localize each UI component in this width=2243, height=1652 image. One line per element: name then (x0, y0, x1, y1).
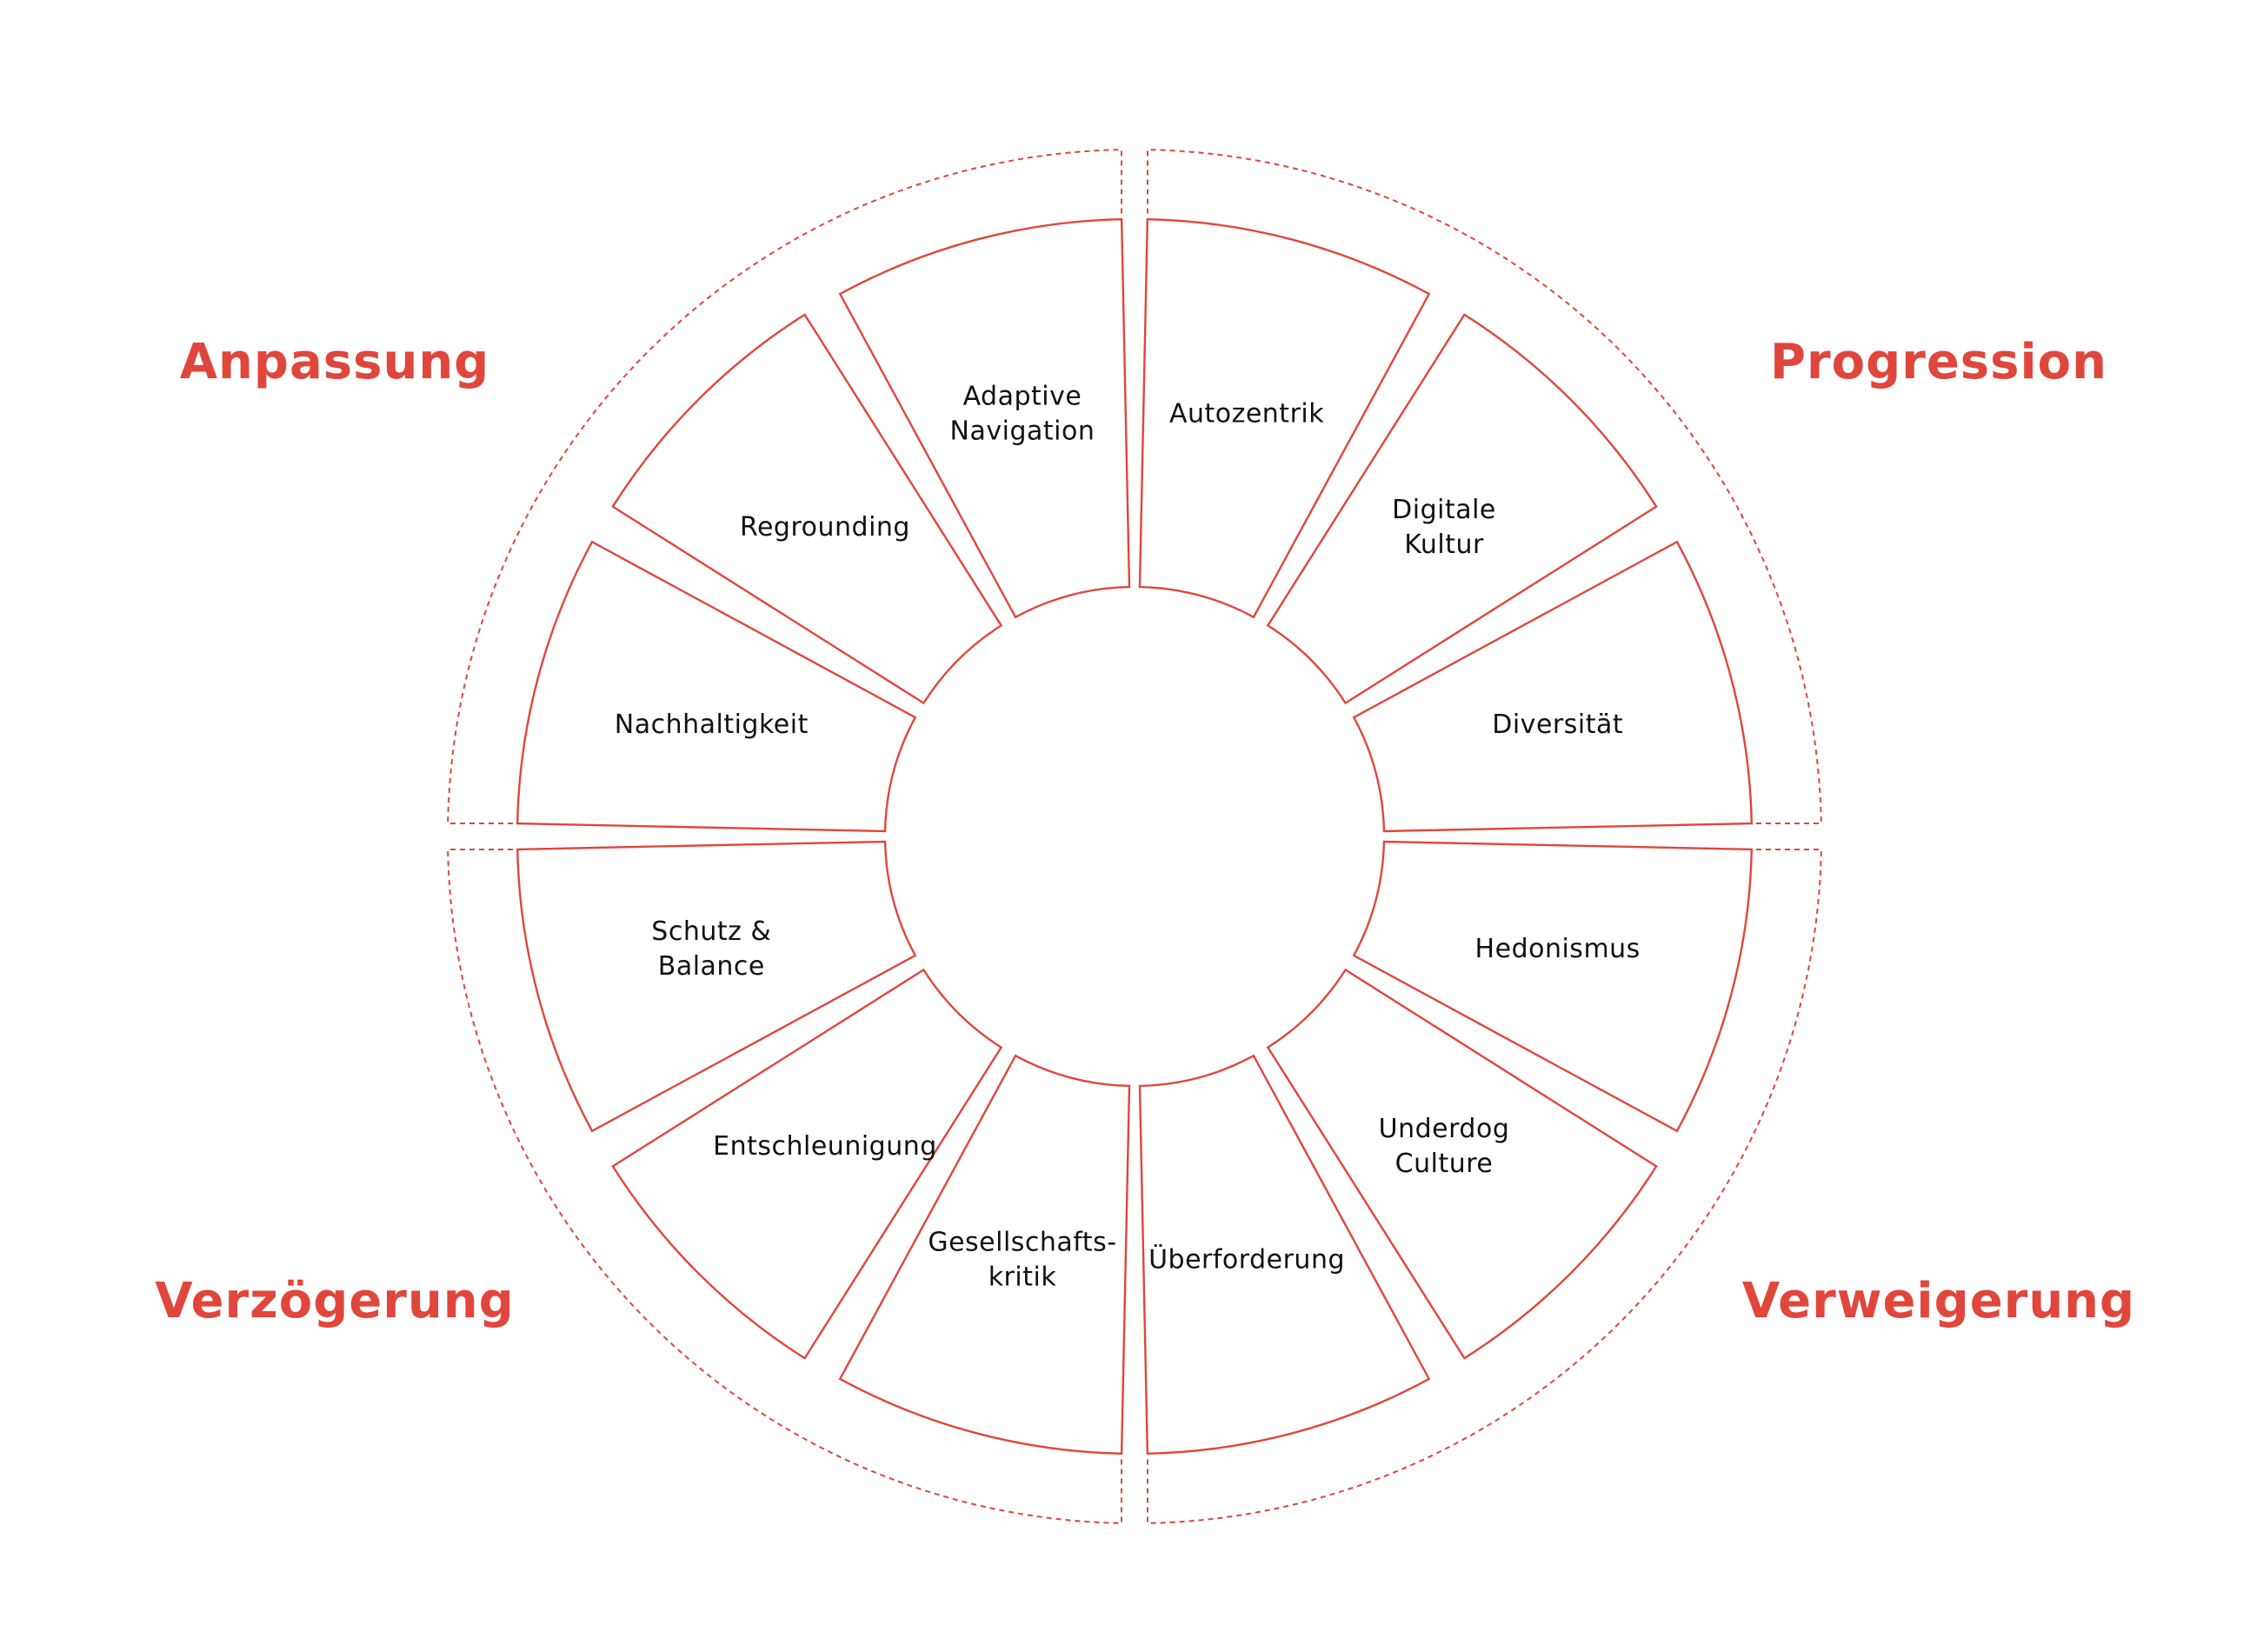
segment-label-schutz-balance-line-1: Schutz & (651, 916, 771, 947)
segment-nachhaltigkeit: Nachhaltigkeit (516, 540, 917, 833)
segment-diversitaet: Diversität (1352, 540, 1754, 833)
segment-shape-hedonismus (1352, 840, 1754, 1133)
segment-shape-underdog-culture (1266, 968, 1658, 1360)
quadrant-title-anpassung: Anpassung (180, 334, 490, 390)
quadrant-ring-progression (1147, 149, 1822, 824)
segment-shape-schutz-balance (516, 840, 917, 1133)
segment-label-gesellschaftskritik-line-1: Gesellschafts- (928, 1228, 1116, 1258)
segment-label-autozentrik-line-1: Autozentrik (1169, 398, 1324, 429)
quadrant-ring-anpassung (447, 149, 1122, 824)
segment-gesellschaftskritik: Gesellschafts-kritik (838, 1054, 1131, 1455)
segment-regrounding: Regrounding (611, 313, 1003, 705)
segment-shape-regrounding (611, 313, 1003, 705)
quadrant-ring-verweigerung (1147, 849, 1822, 1524)
segment-label-adaptive-navigation-line-2: Navigation (950, 416, 1095, 446)
segment-shape-entschleunigung (611, 968, 1003, 1360)
segment-label-underdog-culture-line-1: Underdog (1379, 1114, 1510, 1144)
quadrant-title-progression: Progression (1770, 334, 2107, 390)
segment-shape-nachhaltigkeit (516, 540, 917, 833)
segment-shape-ueberforderung (1138, 1054, 1431, 1455)
segment-label-underdog-culture-line-2: Culture (1395, 1149, 1494, 1179)
segment-entschleunigung: Entschleunigung (611, 968, 1003, 1360)
segment-label-hedonismus-line-1: Hedonismus (1475, 934, 1641, 964)
segment-label-entschleunigung-line-1: Entschleunigung (713, 1131, 937, 1162)
quadrant-rings (447, 149, 1822, 1524)
segment-hedonismus: Hedonismus (1352, 840, 1754, 1133)
segment-shape-diversitaet (1352, 540, 1754, 833)
segment-label-nachhaltigkeit-line-1: Nachhaltigkeit (615, 709, 809, 740)
segment-wheel: DiversitätDigitaleKulturAutozentrikAdapt… (516, 217, 1754, 1455)
segment-shape-autozentrik (1138, 217, 1431, 619)
segment-label-regrounding-line-1: Regrounding (740, 512, 910, 543)
quadrant-title-verzoegerung: Verzögerung (155, 1273, 514, 1329)
segment-label-diversitaet-line-1: Diversität (1492, 709, 1623, 740)
segment-shape-adaptive-navigation (838, 217, 1131, 619)
segment-shape-gesellschaftskritik (838, 1054, 1131, 1455)
segment-label-schutz-balance-line-2: Balance (658, 951, 765, 982)
segment-ueberforderung: Überforderung (1138, 1054, 1431, 1455)
segment-label-digitale-kultur-line-1: Digitale (1392, 495, 1496, 525)
segment-label-adaptive-navigation-line-1: Adaptive (963, 381, 1082, 411)
quadrant-ring-verzoegerung (447, 849, 1122, 1524)
segment-autozentrik: Autozentrik (1138, 217, 1431, 619)
segment-label-ueberforderung-line-1: Überforderung (1148, 1244, 1345, 1276)
segment-shape-digitale-kultur (1266, 313, 1658, 705)
segment-label-gesellschaftskritik-line-2: kritik (988, 1262, 1057, 1293)
segment-label-digitale-kultur-line-2: Kultur (1404, 530, 1484, 560)
quadrant-title-verweigerung: Verweigerung (1742, 1273, 2135, 1329)
segment-schutz-balance: Schutz & Balance (516, 840, 917, 1133)
